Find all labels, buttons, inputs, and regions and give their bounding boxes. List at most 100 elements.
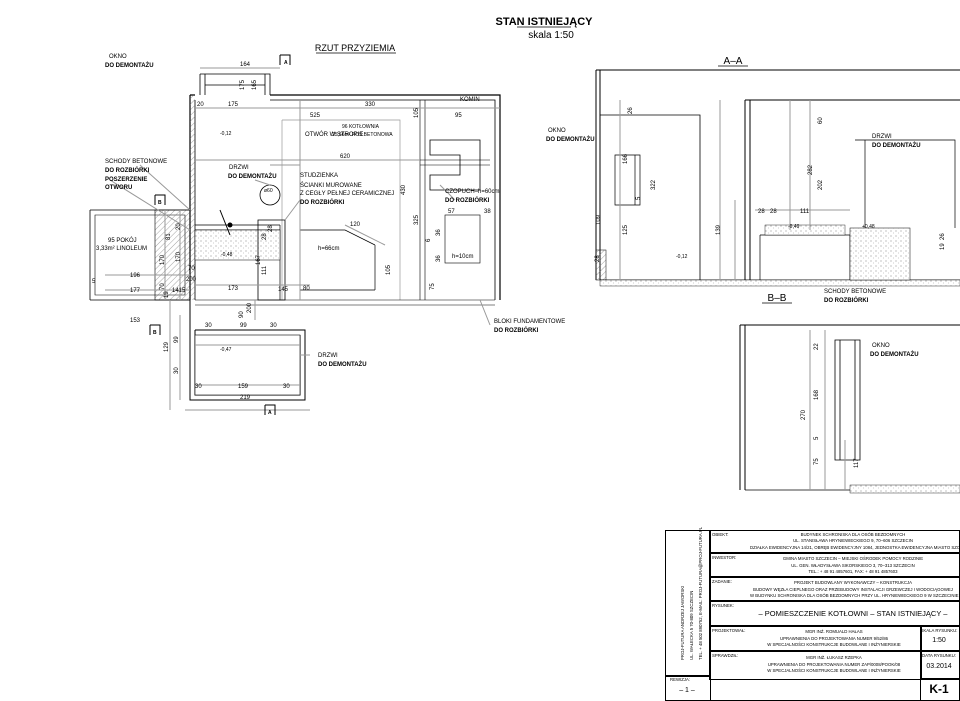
ground-floor-plan — [89, 54, 501, 415]
dim: 36 — [436, 255, 442, 262]
section-bb — [739, 324, 960, 494]
label-rozbiorki-4: DO ROZBIÓRKI — [494, 326, 539, 334]
label-demontaz-6: DO DEMONTAŻU — [870, 351, 919, 358]
dim: 168 — [814, 389, 820, 400]
dim: 5 — [636, 196, 642, 200]
rysunek-value: – POMIESZCZENIE KOTŁOWNI – STAN ISTNIEJĄ… — [758, 609, 948, 618]
label-okno-1: OKNO — [109, 54, 127, 60]
dim: 125 — [623, 224, 629, 235]
dim: 200 — [247, 302, 253, 313]
level-2: -0,48 — [221, 252, 233, 258]
dim: 6 — [426, 238, 432, 242]
dim: 30 — [270, 323, 277, 329]
projektowal-label: PROJEKTOWAŁ: — [712, 628, 746, 633]
section-mark-b1: B — [158, 200, 162, 206]
company-name: PROJ-FUTURA ANDRZEJ JAWORSKI — [680, 585, 685, 660]
section-aa-labels: OKNO DO DEMONTAŻU DRZWI DO DEMONTAŻU SCH… — [546, 128, 921, 304]
dim: 30 — [205, 323, 212, 329]
dim: 145 — [278, 287, 289, 293]
skala-label: SKALA RYSUNKU: — [920, 628, 958, 633]
dim: 166 — [623, 153, 629, 164]
inwestor-1: GMINA MIASTO SZCZECIN – MIEJSKI OŚRODEK … — [782, 556, 924, 561]
label-drzwi-1: DRZWI — [229, 165, 249, 171]
dim: 30 — [283, 384, 290, 390]
zadanie-3: W BUDYNKU SCHRONISKA DLA OSÓB BEZDOMNYCH… — [750, 593, 959, 598]
zadanie-label: ZADANIE: — [712, 579, 732, 584]
dim: 111 — [800, 209, 810, 215]
dim: 525 — [310, 113, 321, 119]
dim: 105 — [386, 264, 392, 275]
label-czopuch: CZOPUCH–h=60cm — [445, 189, 500, 195]
label-rozbiorki-5: DO ROZBIÓRKI — [824, 296, 869, 304]
dim: 200 — [186, 277, 197, 283]
dim: 177 — [130, 288, 141, 294]
label-schody-1: SCHODY BETONOWE — [105, 159, 167, 165]
dim: 620 — [340, 154, 351, 160]
company-cell — [665, 530, 711, 677]
dim: 173 — [228, 286, 239, 292]
dim: 325 — [414, 214, 420, 225]
dim: 28 — [770, 209, 777, 215]
proj-2: UPRAWNIENIA DO PROJEKTOWANIA NUMER 9/52/… — [779, 636, 888, 641]
label-phi60: ø60 — [264, 188, 273, 194]
sprawdzil-label: SPRAWDZIŁ: — [712, 653, 739, 658]
label-otwor: OTWÓR W STROPIE — [305, 131, 363, 138]
label-rozbiorki-2: DO ROZBIÓRKI — [300, 198, 345, 206]
dim: 170 — [176, 251, 182, 262]
obiekt-label: OBIEKT: — [712, 532, 729, 537]
section-aa — [595, 69, 960, 287]
label-komin: KOMIN — [460, 97, 480, 103]
section-bb-title: B–B — [768, 293, 787, 304]
label-demontaz-2: DO DEMONTAŻU — [228, 173, 277, 180]
section-mark-a2: A — [268, 410, 272, 416]
inwestor-2: UL. GEN. WŁADYSŁAWA SIKORSKIEGO 3, 70–31… — [791, 563, 915, 568]
label-okno-2: OKNO — [548, 128, 566, 134]
dim: 175 — [228, 102, 239, 108]
label-otworu: OTWORU — [105, 185, 132, 191]
dim: 153 — [130, 318, 141, 324]
dim: 99 — [240, 323, 247, 329]
inwestor-label: INWESTOR: — [712, 555, 737, 560]
company-contact: TEL. + 48 502 890752, E-MAIL: PROJ-FUTUR… — [698, 526, 703, 660]
dim: 129 — [164, 341, 170, 352]
dim: 20 — [176, 223, 182, 230]
plan-labels: OKNO DO DEMONTAŻU OTWÓR W STROPIE 96 KOT… — [96, 54, 565, 416]
label-demontaz-3: DO DEMONTAŻU — [318, 361, 367, 368]
dim: 111 — [262, 265, 268, 275]
level-6: +0,48 — [862, 224, 875, 230]
dim: 170 — [160, 254, 166, 265]
dim: 30 — [195, 384, 202, 390]
dim: 1415 — [172, 288, 186, 294]
label-scianki-2: Z CEGŁY PEŁNEJ CERAMICZNEJ — [300, 191, 394, 197]
dim: 139 — [716, 224, 722, 235]
row-projektowal — [709, 625, 922, 652]
dim: 167 — [256, 254, 262, 265]
label-pokoj: 95 POKÓJ — [108, 237, 137, 244]
label-pokoj-area: 3,33m² LINOLEUM — [96, 246, 147, 252]
label-scianki-1: ŚCIANKI MUROWANE — [300, 181, 362, 189]
label-schody-2: SCHODY BETONOWE — [824, 289, 886, 295]
zadanie-1: PROJEKT BUDOWLANY WYKONAWCZY – KONSTRUKC… — [793, 580, 913, 585]
sheet-title: STAN ISTNIEJĄCY — [496, 16, 594, 28]
section-mark-a1: A — [284, 60, 288, 66]
label-poszerzenie: POSZERZENIE — [105, 177, 147, 183]
dim: 75 — [814, 458, 820, 465]
dim: 164 — [240, 62, 251, 68]
label-kotlownia-area: 25,66m² POS.BETONOWA — [332, 132, 393, 138]
dim: 19 — [940, 243, 946, 250]
dim: 26 — [940, 233, 946, 240]
dim: 70 — [160, 283, 166, 290]
dim: 60 — [818, 117, 824, 124]
dim: 22 — [814, 343, 820, 350]
dim: 175 — [240, 79, 246, 90]
dim: 99 — [174, 336, 180, 343]
level-4: -0,12 — [676, 254, 688, 260]
company-address: UL. WAŁECKA 5 70-809 SZCZECIN — [689, 590, 694, 660]
dim: 30 — [174, 367, 180, 374]
dim: 26 — [628, 107, 634, 114]
dim: 28 — [758, 209, 765, 215]
label-kotlownia: 96 KOTŁOWNIA — [342, 124, 380, 130]
level-1: -0,12 — [220, 131, 232, 137]
